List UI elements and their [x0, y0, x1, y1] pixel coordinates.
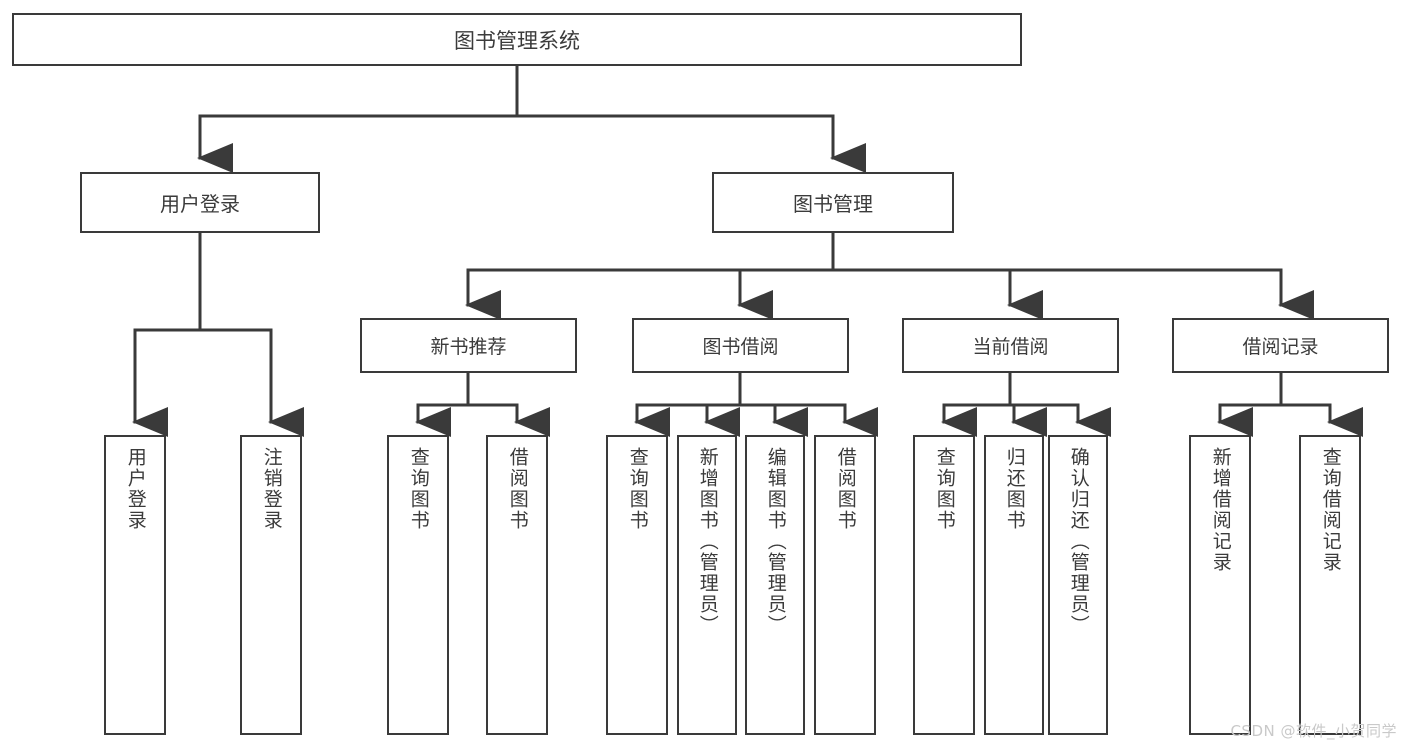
node-user-login[interactable]: 用户登录: [80, 172, 320, 233]
node-current-borrow-label: 当前借阅: [972, 336, 1049, 358]
leaf-record-query[interactable]: 查询借阅记录: [1299, 435, 1361, 735]
leaf-label: 新增图书（管理员）: [696, 447, 719, 636]
leaf-label: 新增借阅记录: [1209, 447, 1232, 573]
node-book-management-label: 图书管理: [793, 192, 873, 216]
leaf-borrow-borrow-book[interactable]: 借阅图书: [814, 435, 876, 735]
leaf-label: 注销登录: [260, 447, 283, 531]
leaf-user-login-logout[interactable]: 注销登录: [240, 435, 302, 735]
leaf-borrow-query-book[interactable]: 查询图书: [606, 435, 668, 735]
node-book-borrow[interactable]: 图书借阅: [632, 318, 849, 373]
node-root[interactable]: 图书管理系统: [12, 13, 1022, 66]
leaf-label: 查询借阅记录: [1319, 447, 1342, 573]
leaf-current-return-book[interactable]: 归还图书: [984, 435, 1044, 735]
leaf-record-add[interactable]: 新增借阅记录: [1189, 435, 1251, 735]
node-borrow-record[interactable]: 借阅记录: [1172, 318, 1389, 373]
leaf-label: 查询图书: [407, 447, 430, 531]
leaf-current-confirm-return[interactable]: 确认归还（管理员）: [1048, 435, 1108, 735]
node-current-borrow[interactable]: 当前借阅: [902, 318, 1119, 373]
leaf-label: 查询图书: [933, 447, 956, 531]
leaf-label: 查询图书: [626, 447, 649, 531]
node-book-management[interactable]: 图书管理: [712, 172, 954, 233]
leaf-borrow-add-book[interactable]: 新增图书（管理员）: [677, 435, 737, 735]
leaf-borrow-edit-book[interactable]: 编辑图书（管理员）: [745, 435, 805, 735]
leaf-label: 归还图书: [1003, 447, 1026, 531]
leaf-new-book-borrow[interactable]: 借阅图书: [486, 435, 548, 735]
node-new-book-recommend-label: 新书推荐: [430, 336, 507, 358]
node-book-borrow-label: 图书借阅: [702, 336, 779, 358]
leaf-label: 编辑图书（管理员）: [764, 447, 787, 636]
leaf-user-login-login[interactable]: 用户登录: [104, 435, 166, 735]
leaf-label: 确认归还（管理员）: [1067, 447, 1090, 636]
leaf-label: 借阅图书: [506, 447, 529, 531]
node-user-login-label: 用户登录: [160, 192, 240, 216]
leaf-current-query-book[interactable]: 查询图书: [913, 435, 975, 735]
node-root-label: 图书管理系统: [454, 28, 580, 53]
leaf-new-book-query[interactable]: 查询图书: [387, 435, 449, 735]
leaf-label: 用户登录: [124, 447, 147, 531]
node-borrow-record-label: 借阅记录: [1242, 336, 1319, 358]
node-new-book-recommend[interactable]: 新书推荐: [360, 318, 577, 373]
leaf-label: 借阅图书: [834, 447, 857, 531]
